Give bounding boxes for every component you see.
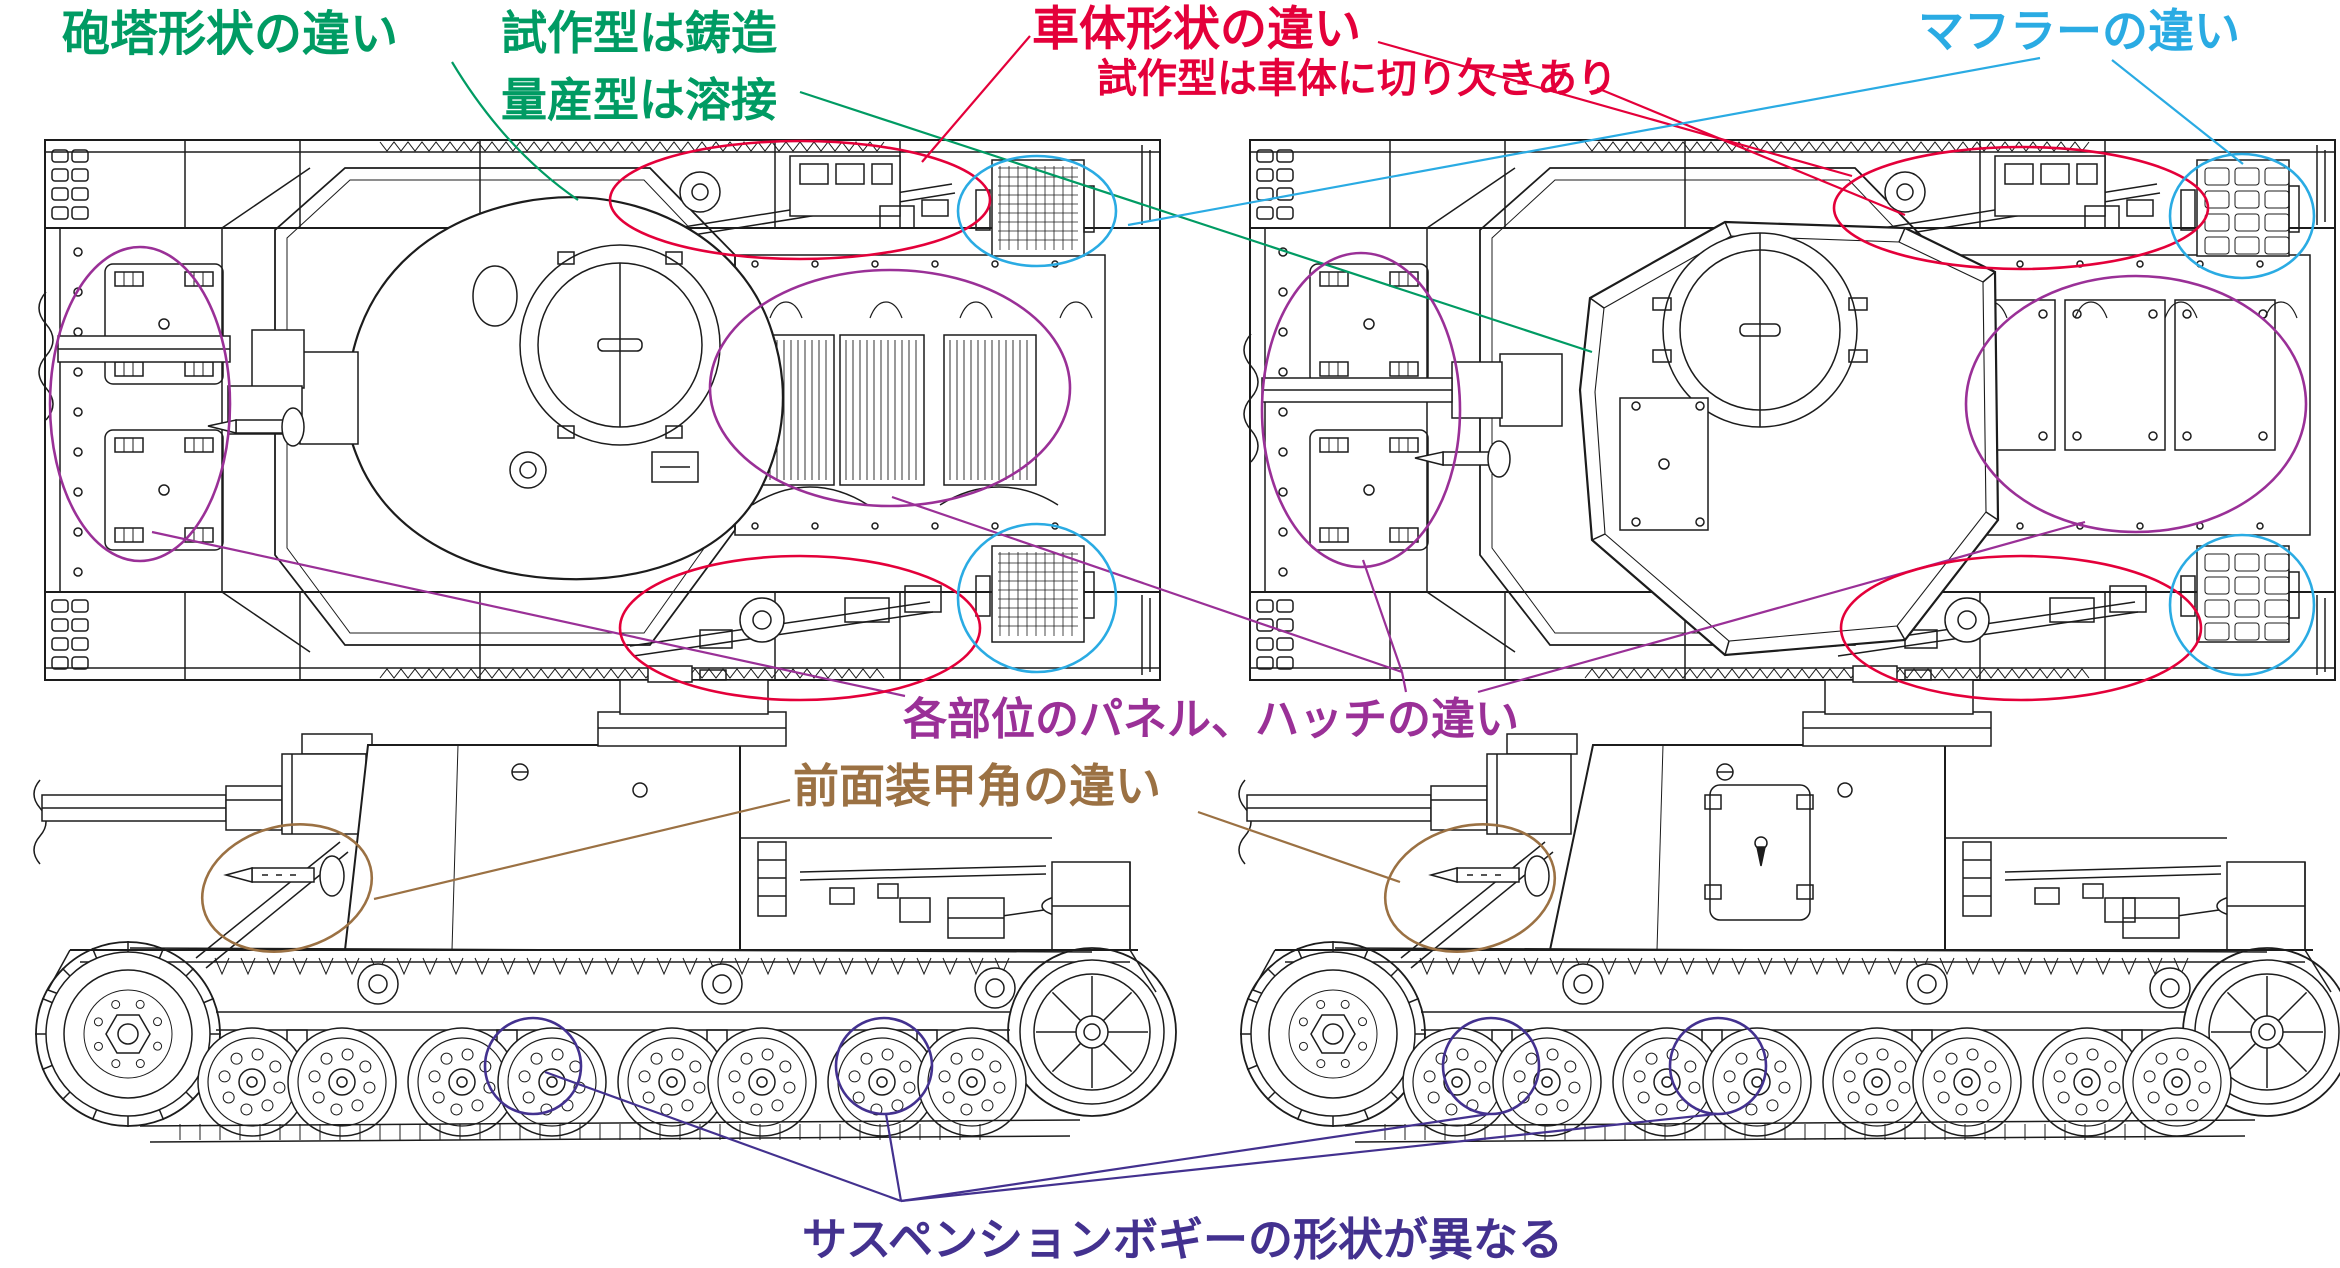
turret-note-line1: 試作型は鋳造 <box>501 6 777 60</box>
muffler-label: マフラーの違い <box>1918 4 2240 58</box>
turret-shape-label: 砲塔形状の違い <box>62 6 399 62</box>
suspension-bogie-label: サスペンションボギーの形状が異なる <box>802 1213 1563 1266</box>
turret-note: 試作型は鋳造 量産型は溶接 <box>455 0 777 134</box>
hull-note: 試作型は車体に切り欠きあり <box>1097 56 1617 102</box>
hull-shape-label: 車体形状の違い <box>1032 2 1361 57</box>
panels-hatches-label: 各部位のパネル、ハッチの違い <box>903 694 1519 745</box>
front-armor-angle-label: 前面装甲角の違い <box>793 759 1161 813</box>
turret-note-line2: 量産型は溶接 <box>501 73 777 127</box>
